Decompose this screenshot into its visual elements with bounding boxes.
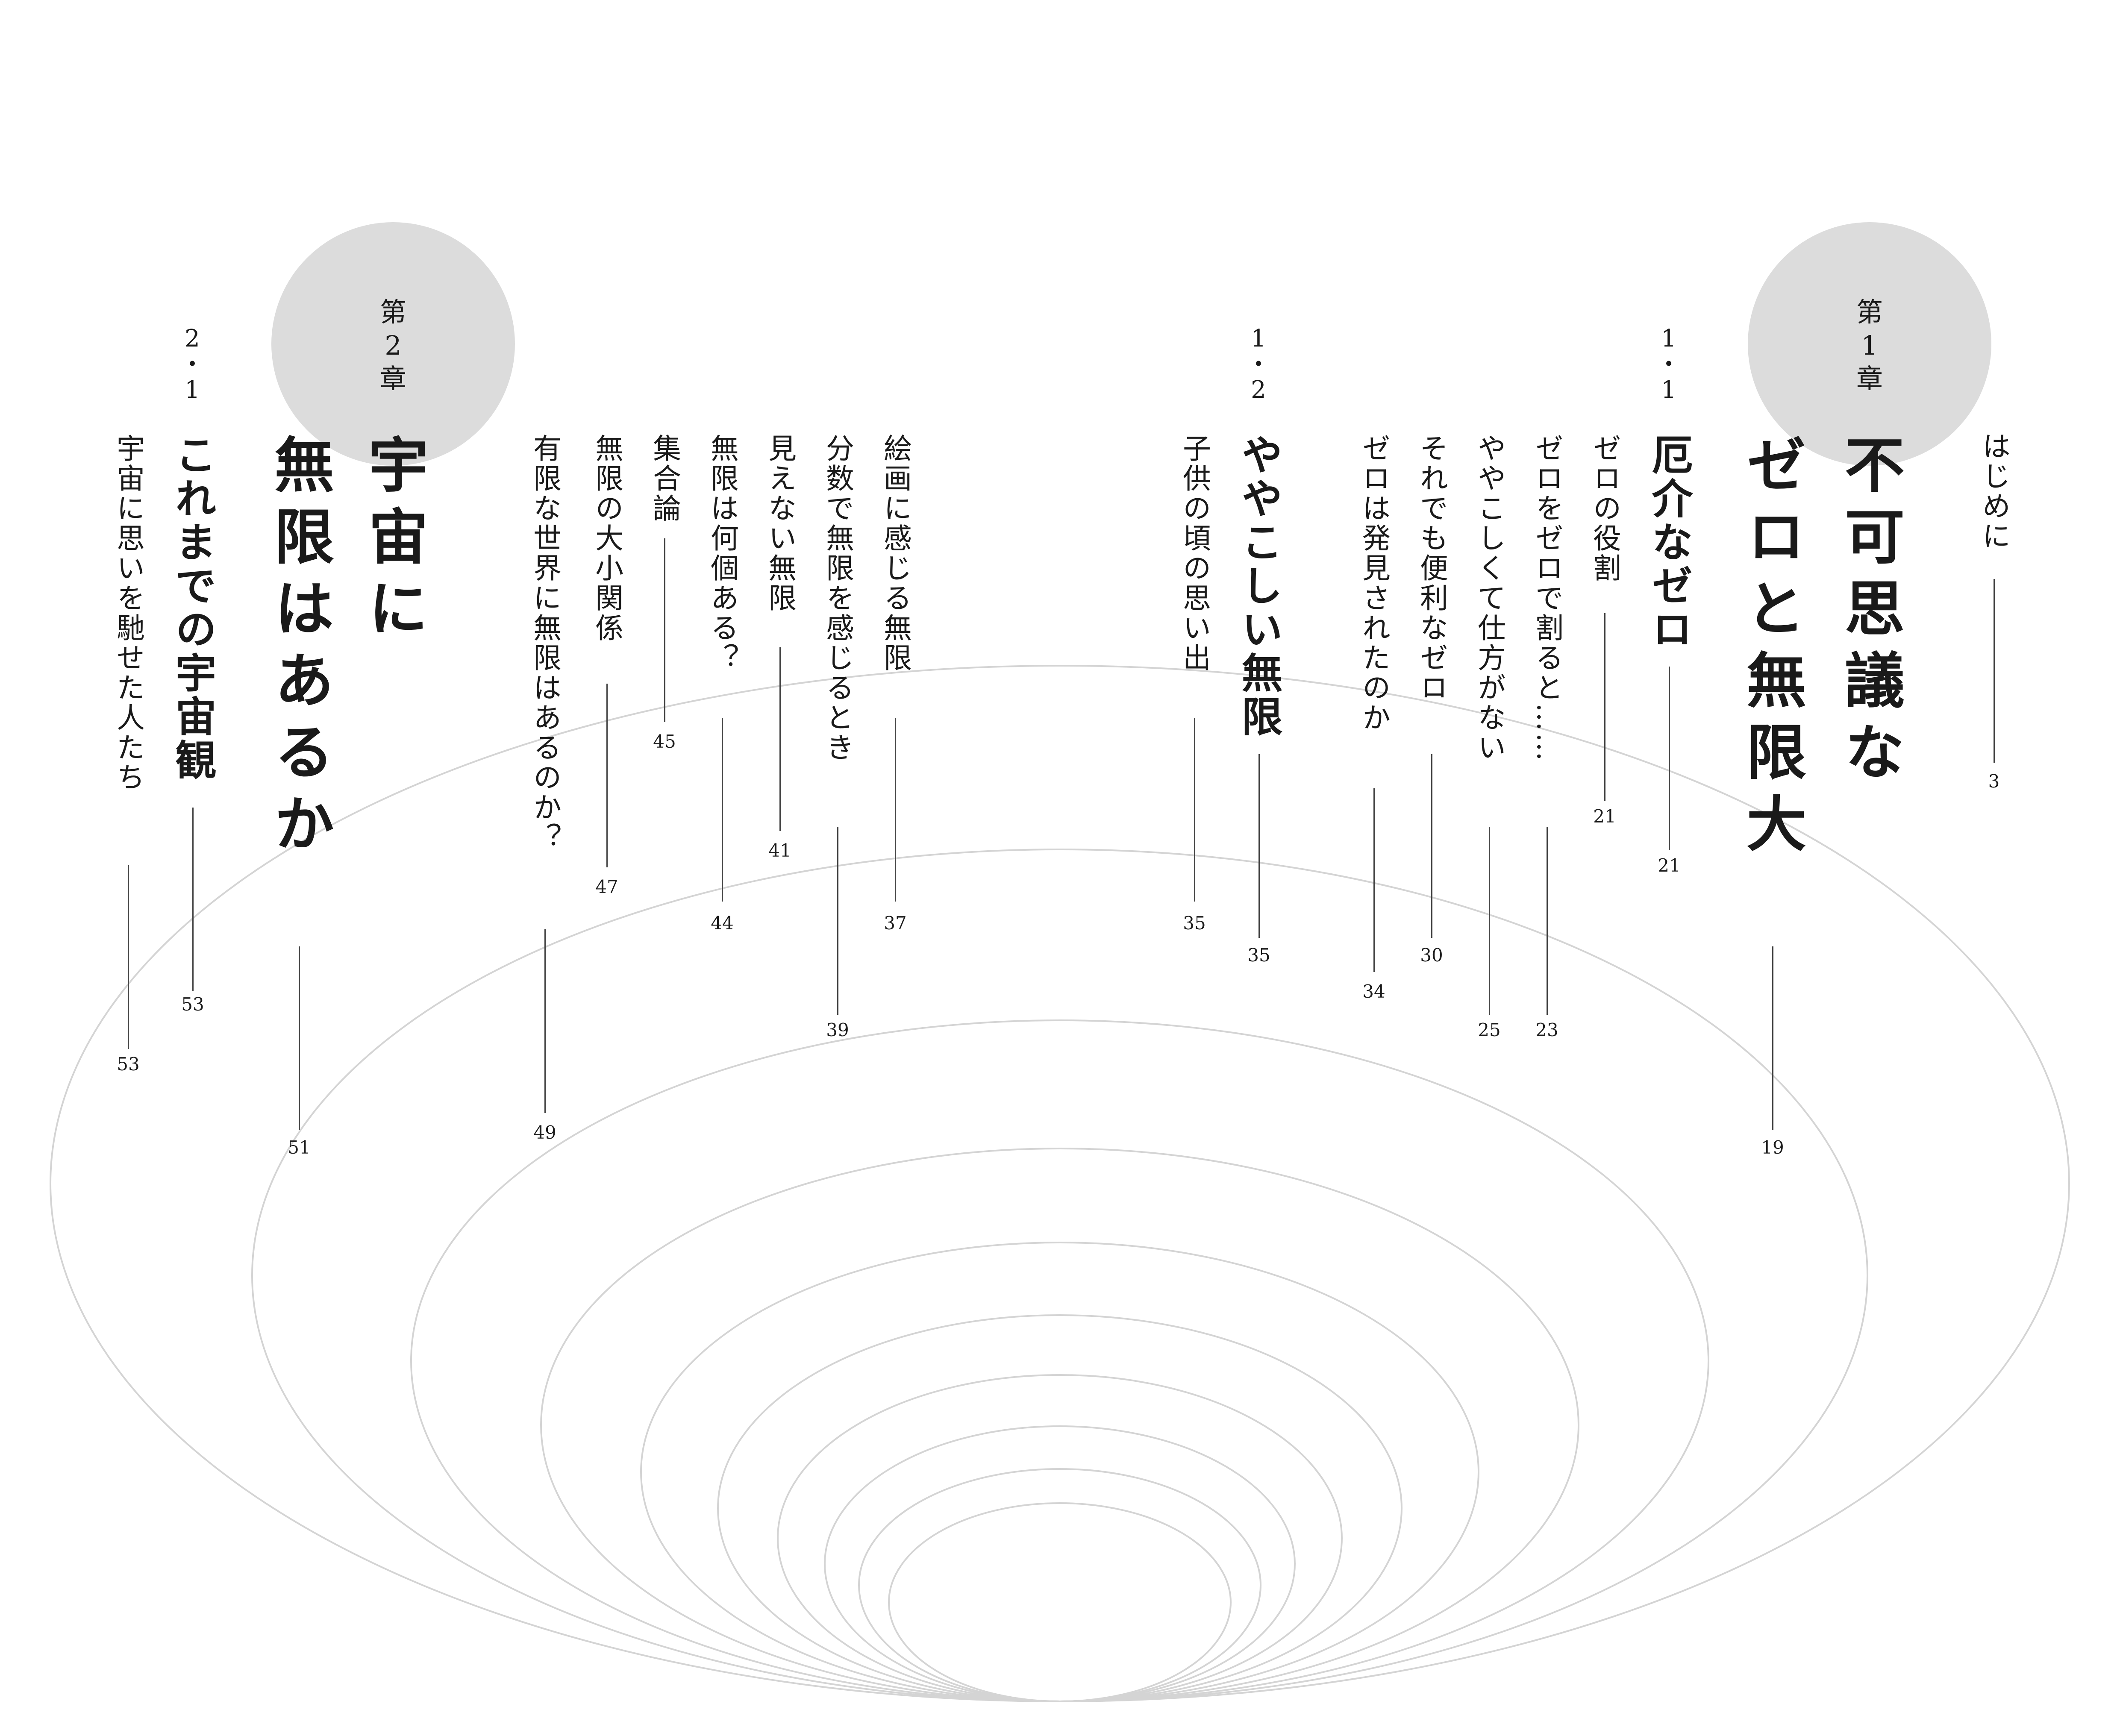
page-number: 34	[1362, 981, 1385, 1002]
chapter-badge-prefix: 第	[379, 297, 406, 328]
section-number-top: 1	[1661, 325, 1676, 352]
page-number: 3	[1988, 771, 2000, 792]
ring	[717, 1314, 1403, 1702]
chapter-badge-number: 1	[1861, 330, 1878, 361]
chapter-badge-suffix: 章	[1856, 363, 1883, 394]
ring	[540, 1148, 1579, 1702]
ring	[410, 1019, 1709, 1702]
leader-line	[779, 647, 781, 831]
toc-item[interactable]: 無限は何個ある？	[706, 434, 739, 673]
chapter-1-title-line2[interactable]: ゼロと無限大	[1736, 434, 1806, 864]
toc-item[interactable]: 子供の頃の思い出	[1178, 434, 1211, 673]
leader-line	[299, 946, 300, 1130]
leader-line	[1669, 667, 1670, 850]
page-number: 35	[1183, 913, 1206, 934]
leader-line	[1604, 613, 1605, 801]
page-number: 23	[1535, 1019, 1558, 1040]
ring	[824, 1425, 1296, 1702]
ring	[251, 849, 1868, 1702]
section-number-bottom: 2	[1251, 376, 1266, 404]
leader-line	[722, 718, 723, 902]
section-number-bottom: 1	[185, 376, 200, 404]
page-number: 41	[768, 840, 791, 861]
leader-line	[1772, 946, 1773, 1130]
leader-line	[1373, 788, 1375, 972]
chapter-badge-suffix: 章	[379, 363, 406, 394]
page-number: 49	[533, 1122, 556, 1143]
toc-intro[interactable]: はじめに	[1978, 432, 2011, 551]
section-1-1-title[interactable]: 厄介なゼロ	[1645, 434, 1693, 652]
page-number: 37	[884, 913, 907, 934]
toc-item[interactable]: ゼロの役割	[1588, 434, 1621, 583]
leader-line	[544, 929, 546, 1113]
leader-line	[895, 718, 896, 902]
leader-line	[664, 538, 665, 722]
chapter-2-title-line2[interactable]: 無限はあるか	[264, 434, 334, 864]
page-number: 25	[1478, 1019, 1501, 1040]
page-number: 21	[1593, 806, 1616, 827]
leader-line	[606, 684, 608, 867]
page-number: 30	[1420, 945, 1443, 966]
toc-item[interactable]: ゼロをゼロで割ると……	[1531, 434, 1564, 763]
page-number: 44	[711, 913, 734, 934]
section-number-top: 2	[185, 325, 200, 352]
leader-line	[837, 827, 838, 1015]
page-number: 53	[117, 1054, 140, 1075]
toc-item[interactable]: ややこしくて仕方がない	[1473, 434, 1506, 763]
toc-item[interactable]: それでも便利なゼロ	[1415, 434, 1448, 703]
section-number-top: 1	[1251, 325, 1266, 352]
leader-line	[1258, 754, 1260, 938]
toc-item[interactable]: 分数で無限を感じるとき	[821, 434, 854, 763]
chapter-2-badge: 第 2 章	[271, 222, 515, 466]
ring	[777, 1374, 1343, 1702]
chapter-badge-number: 2	[385, 330, 402, 361]
leader-line	[1489, 827, 1490, 1015]
chapter-1-badge: 第 1 章	[1748, 222, 1991, 466]
page-number: 53	[181, 994, 204, 1015]
section-number-dot: ・	[1657, 351, 1681, 379]
page-number: 19	[1761, 1137, 1784, 1158]
toc-item[interactable]: 無限の大小関係	[591, 434, 623, 643]
section-1-2-title[interactable]: ややこしい無限	[1235, 434, 1283, 739]
chapter-2-title-line1[interactable]: 宇宙に	[358, 434, 428, 649]
leader-line	[1194, 718, 1195, 902]
page-number: 35	[1247, 945, 1270, 966]
toc-item[interactable]: 宇宙に思いを馳せた人たち	[112, 434, 145, 793]
toc-item[interactable]: 絵画に感じる無限	[879, 434, 912, 673]
section-number-dot: ・	[1247, 351, 1270, 379]
page-number: 47	[595, 876, 618, 897]
chapter-1-title-line1[interactable]: 不可思議な	[1835, 434, 1905, 793]
ring	[640, 1242, 1479, 1702]
page-number: 45	[653, 731, 676, 752]
leader-line	[1547, 827, 1548, 1015]
leader-line	[1994, 579, 1995, 763]
section-number-bottom: 1	[1661, 376, 1676, 404]
leader-line	[1431, 754, 1432, 938]
toc-item[interactable]: ゼロは発見されたのか	[1358, 434, 1391, 733]
toc-item[interactable]: 集合論	[648, 434, 681, 523]
chapter-badge-prefix: 第	[1856, 297, 1883, 328]
page-number: 21	[1658, 855, 1681, 876]
section-number-dot: ・	[180, 351, 204, 379]
page-number: 39	[826, 1019, 849, 1040]
toc-item[interactable]: 見えない無限	[764, 434, 797, 613]
ring	[888, 1502, 1232, 1702]
toc-item[interactable]: 有限な世界に無限はあるのか？	[529, 434, 562, 852]
page-number: 51	[288, 1137, 311, 1158]
section-2-1-title[interactable]: これまでの宇宙観	[168, 434, 217, 782]
leader-line	[128, 865, 129, 1049]
leader-line	[192, 808, 194, 991]
